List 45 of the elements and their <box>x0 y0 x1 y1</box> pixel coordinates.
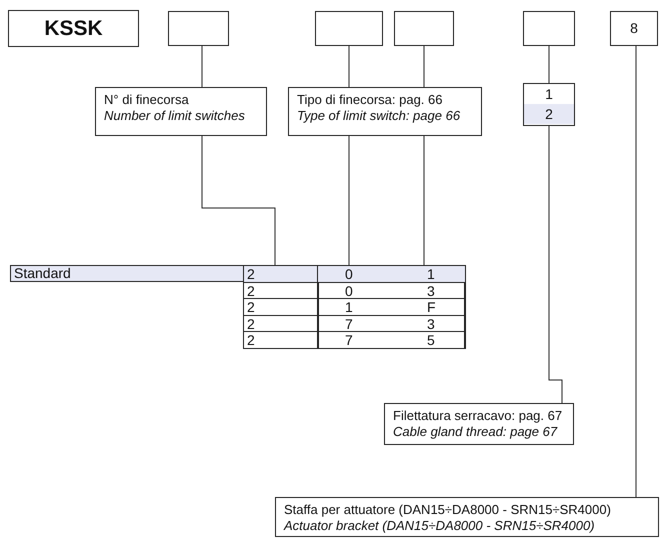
table-cell-text: 2 <box>247 282 255 298</box>
standard-row-label: Standard <box>10 265 244 282</box>
table-cell-text: 0 <box>345 266 353 282</box>
option-value: 2 <box>524 104 574 124</box>
table-cell-text: 5 <box>427 332 435 348</box>
empty-code-box <box>315 11 383 46</box>
code-value: 8 <box>629 19 639 38</box>
table-cell-text: 2 <box>247 266 255 282</box>
table-cell-text: 7 <box>345 316 353 332</box>
table-cell-text: 3 <box>427 282 435 298</box>
description-text: Tipo di finecorsa: pag. 66 <box>297 92 444 108</box>
product-code: KSSK <box>43 16 104 42</box>
table-cell-text: 3 <box>427 316 435 332</box>
description-text: Staffa per attuatore (DAN15÷DA8000 - SRN15÷SR4000) <box>284 502 612 518</box>
table-cell-text: 0 <box>345 282 353 298</box>
translation-text: Number of limit switches <box>104 108 246 124</box>
translation-text: Actuator bracket (DAN15÷DA8000 - SRN15÷SR4000) <box>284 518 596 534</box>
table-cell-text: 1 <box>427 266 435 282</box>
text-box <box>95 87 267 136</box>
text-box <box>384 403 574 445</box>
option-value: 1 <box>544 85 554 104</box>
connector-line <box>548 46 550 84</box>
option-box <box>523 83 575 126</box>
empty-code-box <box>394 11 454 46</box>
text-box <box>275 497 659 537</box>
table-cell-text: 7 <box>345 332 353 348</box>
table-cell-text: 1 <box>345 299 353 315</box>
table-cell-text: 2 <box>247 332 255 348</box>
table-cell-text: 2 <box>247 316 255 332</box>
translation-text: Cable gland thread: page 67 <box>393 424 558 440</box>
connector-line <box>348 136 350 266</box>
text-box <box>288 87 482 136</box>
description-text: Filettatura serracavo: pag. 67 <box>393 408 564 424</box>
code-box <box>8 10 139 47</box>
code-table <box>243 265 465 349</box>
connector-line <box>548 126 562 404</box>
translation-text: Type of limit switch: page 66 <box>297 108 462 124</box>
empty-code-box <box>168 11 229 46</box>
description-text: N° di finecorsa <box>104 92 190 108</box>
empty-code-box <box>523 11 575 46</box>
text-box <box>610 11 658 46</box>
connector-line <box>348 46 350 88</box>
table-cell-text: F <box>427 299 436 315</box>
table-cell-text: 2 <box>247 299 255 315</box>
connector-line <box>202 136 276 266</box>
